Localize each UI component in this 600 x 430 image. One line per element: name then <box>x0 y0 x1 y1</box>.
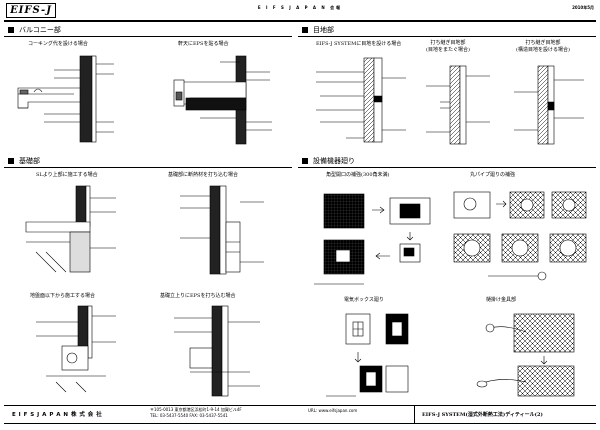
company-url: URL: www.eifsjapan.com <box>308 408 358 413</box>
section-title-foundation: 基礎部 <box>8 156 40 166</box>
caption-round-pipe: 丸パイプ廻りの補強 <box>470 172 516 178</box>
caption-joint-structural: 打ち継ぎ目地部 (構造目地を設ける場合) <box>516 40 570 53</box>
header-rule <box>4 20 596 22</box>
foundation-above-sl-diagram <box>25 185 116 273</box>
company-address: 〒105-0013 東京都港区浜松町1-9-14 加賀ビル4F TEL: 03-… <box>150 407 242 419</box>
section-title-equipment: 設備機器廻り <box>302 156 355 166</box>
gutter-bracket-diagram <box>476 313 575 397</box>
joint-eifs-system-diagram <box>316 57 406 143</box>
joint-crossing-diagram <box>426 65 490 145</box>
caption-balcony-soffit: 軒天にEPSを貼る場合 <box>178 41 229 47</box>
section-title-joint: 目地部 <box>302 25 334 35</box>
caption-square-opening: 角型開口の補強(300角未満) <box>326 172 390 178</box>
foundation-eps-upright-diagram <box>174 305 260 397</box>
caption-gutter-bracket: 樋掛け金具部 <box>486 297 517 303</box>
section-marker-icon <box>8 157 14 164</box>
caption-foundation-below-grade: 地盤面以下から施工する場合 <box>30 293 96 299</box>
issue-date: 2010年5月 <box>572 5 594 10</box>
phone-fax-line: TEL: 03-5437-5540 FAX: 03-5437-5541 <box>150 413 228 418</box>
caption-joint-crossing: 打ち継ぎ目地部 (目地をまたぐ場合) <box>426 40 470 53</box>
footer: E I F S J A P A N 株 式 会 社 〒105-0013 東京都港… <box>4 405 596 424</box>
square-opening-reinforcement-diagram <box>314 193 431 285</box>
footer-divider <box>414 406 415 423</box>
section-rule <box>4 167 292 168</box>
section-marker-icon <box>8 26 14 33</box>
foundation-cast-insulation-diagram <box>180 185 264 275</box>
foundation-below-grade-diagram <box>36 305 116 393</box>
caption-foundation-above-sl: SLより上部に施工する場合 <box>36 172 98 178</box>
document-title: EIFS-J SYSTEM(湿式外断熱工法)ディティール(2) <box>422 412 543 418</box>
header-title: E I F S J A P A N 会報 <box>257 5 343 10</box>
address-line: 〒105-0013 東京都港区浜松町1-9-14 加賀ビル4F <box>150 407 242 412</box>
section-rule <box>298 36 596 37</box>
company-name: E I F S J A P A N 株 式 会 社 <box>12 412 103 418</box>
section-rule <box>4 36 292 37</box>
section-marker-icon <box>302 157 308 164</box>
eifs-j-logo: EIFS-J <box>6 3 56 18</box>
section-rule <box>298 167 596 168</box>
caption-joint-eifs: EIFS-J SYSTEMに目地を設ける場合 <box>316 41 402 47</box>
caption-balcony-caulk: コーキング代を設ける場合 <box>28 41 88 47</box>
electric-box-diagram <box>326 313 409 397</box>
caption-foundation-cast-insulation: 基礎部に断熱材を打ち込む場合 <box>168 172 239 178</box>
section-title-balcony: バルコニー部 <box>8 25 61 35</box>
joint-structural-diagram <box>514 65 584 145</box>
balcony-caulk-detail-diagram <box>17 55 114 143</box>
caption-foundation-eps-upright: 基礎立上りにEPSを打ち込む場合 <box>160 293 236 299</box>
round-pipe-reinforcement-diagram <box>453 191 587 281</box>
caption-electric-box: 電気ボックス廻り <box>344 297 384 303</box>
balcony-soffit-eps-diagram <box>173 55 272 145</box>
section-marker-icon <box>302 26 308 33</box>
